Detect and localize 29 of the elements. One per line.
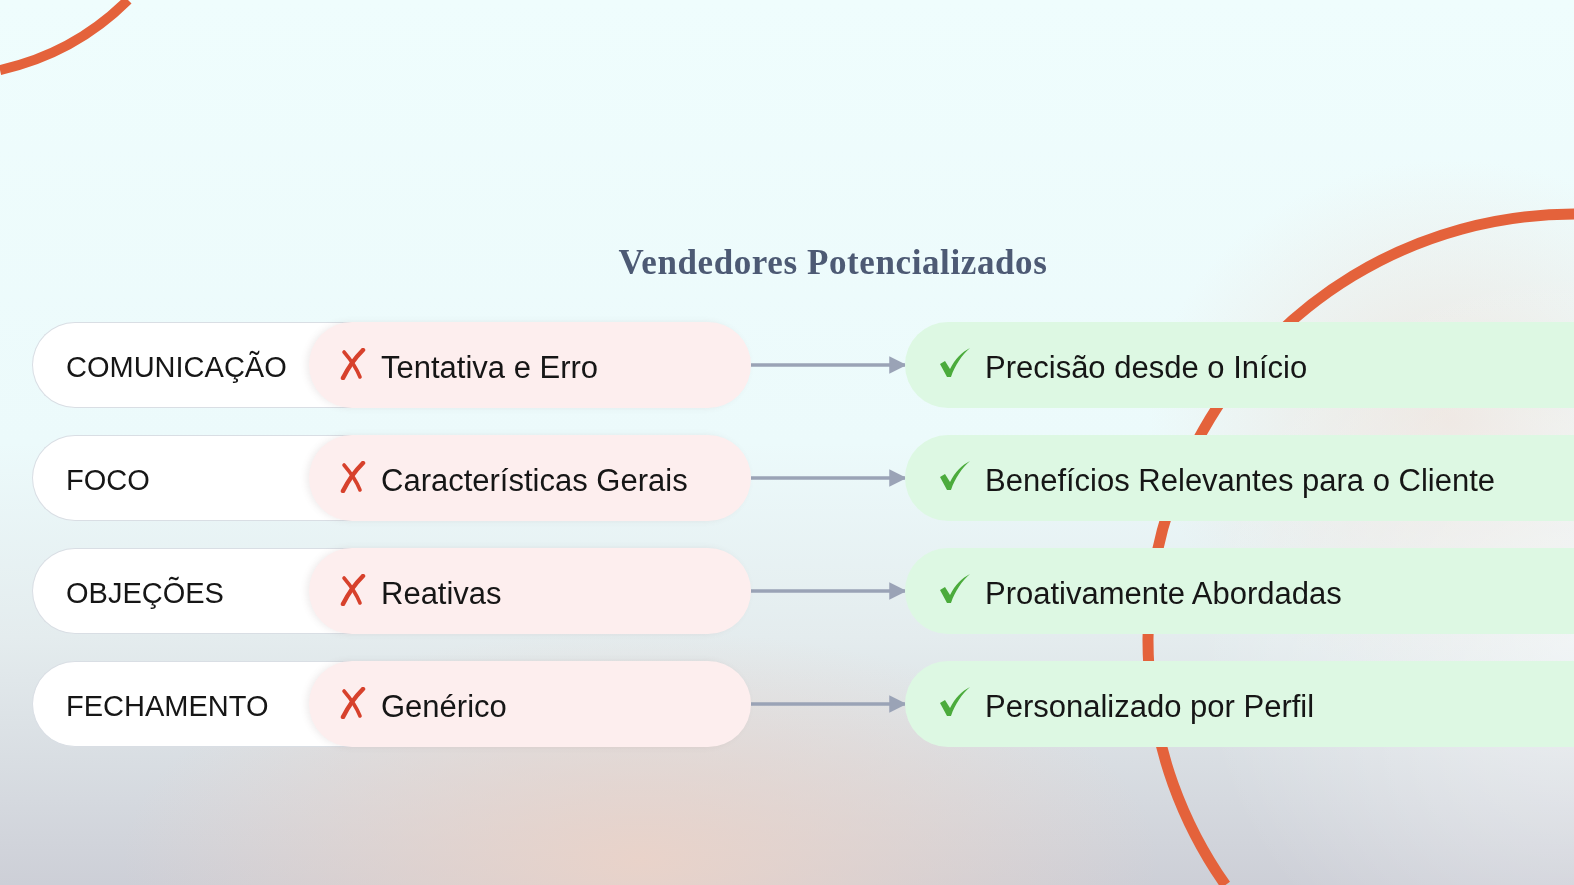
- arrow: [751, 356, 907, 374]
- arrow: [751, 582, 907, 600]
- solution-pill: [905, 322, 1574, 408]
- item-text: Proativamente Abordadas: [985, 575, 1342, 612]
- category-label: COMUNICAÇÃO: [66, 351, 287, 384]
- problem-pill: [309, 548, 751, 634]
- item-text: Reativas: [381, 575, 502, 612]
- problem-pill: [309, 661, 751, 747]
- item-text: Tentativa e Erro: [381, 349, 599, 386]
- item-text: Benefícios Relevantes para o Cliente: [985, 462, 1496, 499]
- category-pill: [32, 435, 309, 521]
- category-pill: [32, 322, 309, 408]
- solution-pill: [905, 435, 1574, 521]
- item-text: Precisão desde o Início: [985, 349, 1308, 386]
- solution-pill: [905, 548, 1574, 634]
- item-text: Genérico: [381, 688, 507, 725]
- solution-pill: [905, 661, 1574, 747]
- problem-pill: [309, 435, 751, 521]
- problem-pill: [309, 322, 751, 408]
- arrow: [751, 469, 907, 487]
- item-text: Características Gerais: [381, 462, 688, 499]
- arrow: [751, 695, 907, 713]
- category-pill: [32, 661, 309, 747]
- item-text: Personalizado por Perfil: [985, 688, 1315, 725]
- diagram-title: Vendedores Potencializados: [618, 243, 1048, 283]
- category-label: OBJEÇÕES: [66, 577, 224, 610]
- category-label: FOCO: [66, 464, 150, 497]
- category-pill: [32, 548, 309, 634]
- category-label: FECHAMENTO: [66, 690, 269, 723]
